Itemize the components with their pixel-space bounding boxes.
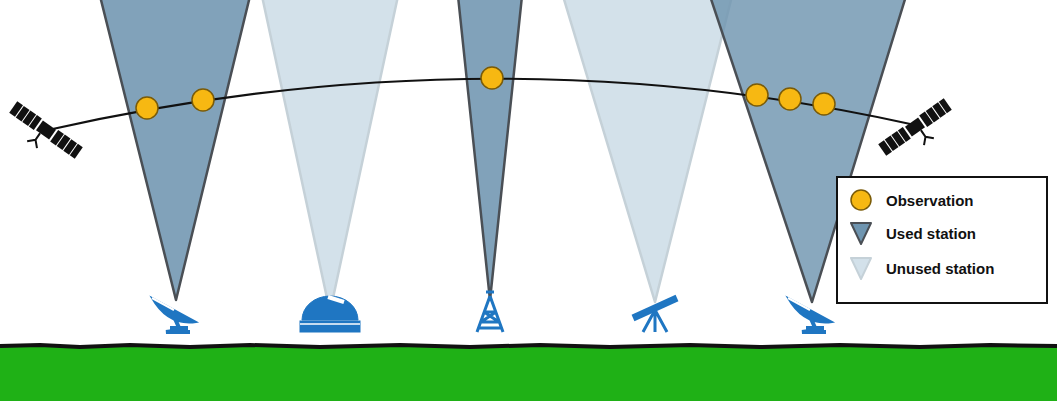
legend-label: Unused station — [886, 260, 994, 277]
observatory-dome — [300, 296, 360, 332]
radio-tower — [477, 292, 503, 332]
dish-antenna — [152, 298, 196, 332]
legend-entry: Used station — [848, 218, 976, 248]
station-beams — [100, 0, 906, 312]
ground-edge — [0, 345, 1057, 347]
legend-swatch — [848, 254, 874, 282]
observation-dot — [192, 89, 214, 111]
dish-antenna — [788, 298, 832, 332]
legend-swatch — [848, 219, 874, 247]
legend-entry: Unused station — [848, 253, 994, 283]
observation-dot — [813, 93, 835, 115]
legend-label: Used station — [886, 225, 976, 242]
used-beam — [100, 0, 250, 300]
used-beam — [458, 0, 522, 300]
satellite-left — [2, 101, 83, 169]
legend-label: Observation — [886, 192, 974, 209]
satellite-right — [878, 98, 959, 166]
legend-box: ObservationUsed stationUnused station — [836, 176, 1048, 304]
orbit-track — [48, 79, 915, 130]
unused-beam — [262, 0, 398, 312]
observations — [136, 67, 835, 119]
observation-dot — [779, 88, 801, 110]
legend-entry: Observation — [848, 185, 974, 215]
observation-dot — [481, 67, 503, 89]
observation-dot — [136, 97, 158, 119]
unused-beam — [563, 0, 732, 302]
telescope — [633, 298, 677, 332]
stations — [152, 292, 832, 332]
ground — [0, 346, 1057, 401]
observation-dot — [746, 84, 768, 106]
legend-swatch — [848, 186, 874, 214]
